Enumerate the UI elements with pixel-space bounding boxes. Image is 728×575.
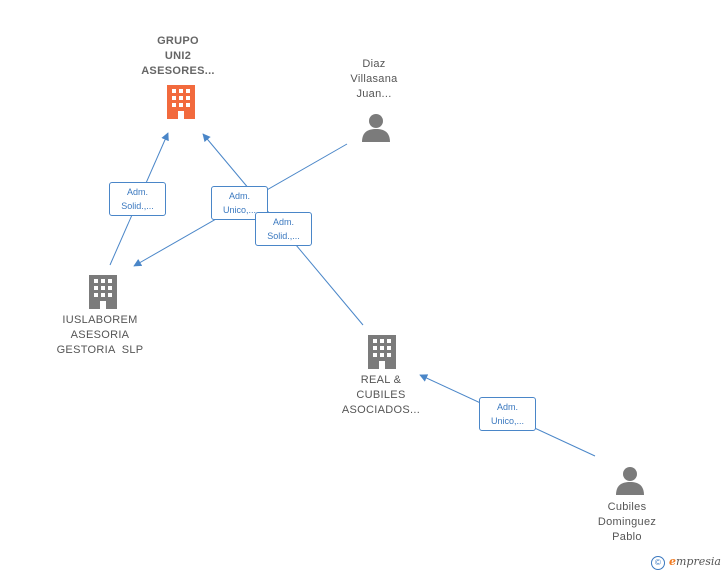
brand-logo: ©empresia — [651, 555, 721, 570]
node-label-diaz[interactable]: Diaz Villasana Juan... — [350, 58, 398, 100]
relation-badge[interactable]: Adm. Unico,... — [211, 186, 268, 220]
relation-badge[interactable]: Adm. Solid.,... — [109, 182, 166, 216]
company-icon[interactable] — [166, 85, 196, 119]
person-icon[interactable] — [615, 465, 645, 495]
relation-badge[interactable]: Adm. Solid.,... — [255, 212, 312, 246]
node-label-real[interactable]: REAL & CUBILES ASOCIADOS... — [341, 374, 421, 416]
node-label-grupo[interactable]: GRUPO UNI2 ASESORES... — [141, 35, 215, 77]
company-icon[interactable] — [367, 335, 397, 369]
node-label-cubiles[interactable]: Cubiles Dominguez Pablo — [597, 501, 657, 543]
person-icon[interactable] — [361, 112, 391, 142]
copyright-icon: © — [651, 556, 665, 570]
relation-badge[interactable]: Adm. Unico,... — [479, 397, 536, 431]
company-icon[interactable] — [88, 275, 118, 309]
node-label-iuslaborem[interactable]: IUSLABOREM ASESORIA GESTORIA SLP — [56, 314, 144, 356]
